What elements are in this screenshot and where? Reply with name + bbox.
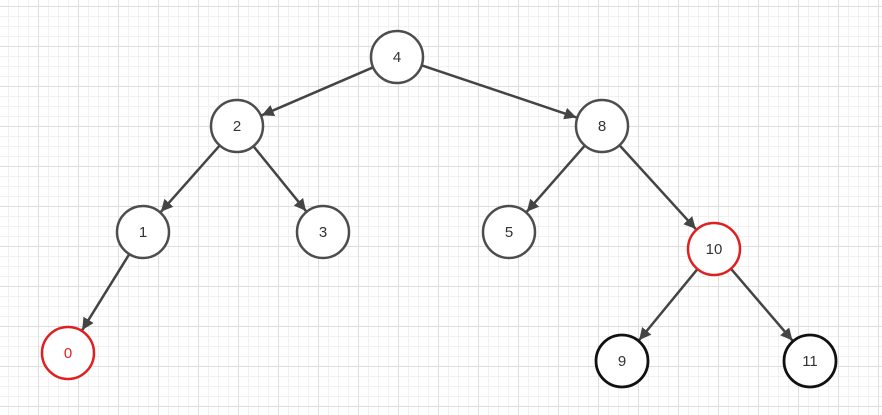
tree-node-3: 3 <box>295 204 351 260</box>
node-label-11: 11 <box>802 353 818 370</box>
node-label-5: 5 <box>505 224 513 241</box>
node-label-4: 4 <box>393 49 401 66</box>
node-label-2: 2 <box>233 118 241 135</box>
node-circle-3 <box>295 204 351 260</box>
edge-n8-to-n5 <box>525 144 586 213</box>
node-label-10: 10 <box>706 241 723 258</box>
edge-n1-to-n0 <box>81 253 131 331</box>
node-circle-2 <box>209 98 265 154</box>
tree-node-8: 8 <box>574 98 630 154</box>
edge-n8-to-n10 <box>618 144 697 230</box>
node-circle-9 <box>594 333 650 389</box>
node-label-3: 3 <box>319 224 327 241</box>
node-label-0: 0 <box>64 345 72 362</box>
node-circle-1 <box>115 204 171 260</box>
edge-n2-to-n1 <box>159 144 221 213</box>
tree-node-9: 9 <box>594 333 650 389</box>
edge-n4-to-n2 <box>261 66 374 117</box>
edge-n2-to-n3 <box>252 145 307 212</box>
tree-node-1: 1 <box>115 204 171 260</box>
node-circle-5 <box>481 204 537 260</box>
tree-node-5: 5 <box>481 204 537 260</box>
tree-node-4: 4 <box>369 29 425 85</box>
tree-node-0: 0 <box>40 325 96 381</box>
node-circle-0 <box>40 325 96 381</box>
node-circle-11 <box>782 333 838 389</box>
edge-n10-to-n9 <box>638 268 699 341</box>
tree-node-2: 2 <box>209 98 265 154</box>
node-circle-8 <box>574 98 630 154</box>
node-circle-4 <box>369 29 425 85</box>
node-label-1: 1 <box>139 224 147 241</box>
tree-node-11: 11 <box>782 333 838 389</box>
edge-n10-to-n11 <box>729 267 794 342</box>
node-label-8: 8 <box>598 118 606 135</box>
edges-layer <box>81 64 794 342</box>
node-circle-10 <box>686 221 742 277</box>
node-label-9: 9 <box>618 353 626 370</box>
tree-node-10: 10 <box>686 221 742 277</box>
nodes-layer: 4 2 8 1 3 5 10 0 9 11 <box>40 29 838 389</box>
edge-n4-to-n8 <box>421 64 577 120</box>
